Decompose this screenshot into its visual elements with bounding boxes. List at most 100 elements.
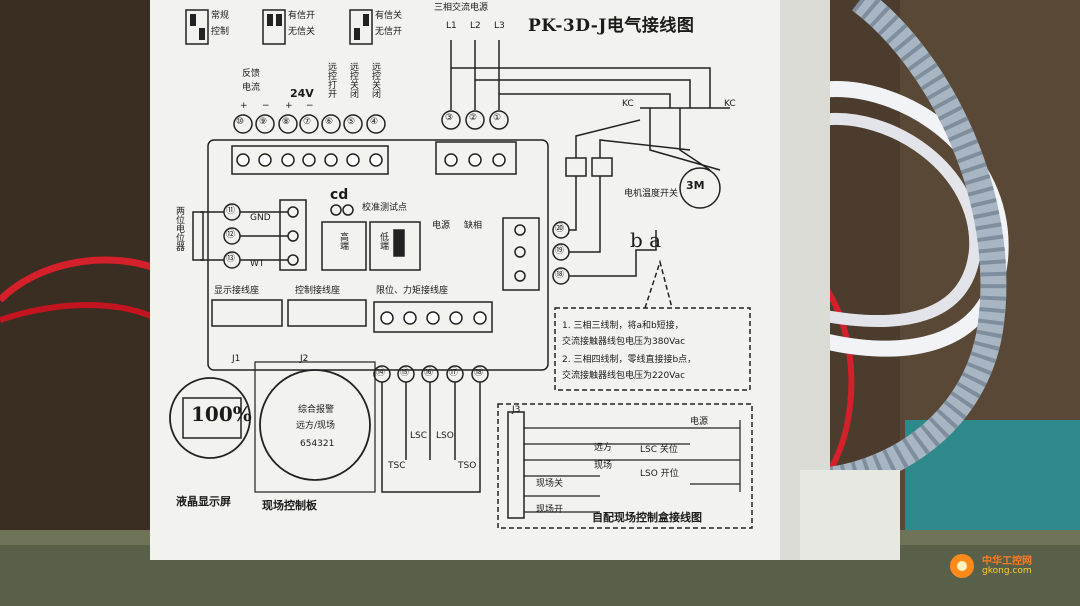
switch-box-1	[185, 9, 209, 45]
panel-text-digits: 654321	[300, 439, 335, 449]
header-remote-close-2: 远控关闭	[370, 62, 380, 98]
phase-loss-label: 缺相	[464, 221, 483, 231]
phase-terminal-block	[435, 141, 517, 175]
terminal-11: ⑪	[226, 206, 236, 216]
mounting-bracket	[800, 470, 900, 560]
phase-l3: L3	[494, 21, 505, 31]
terminal-3: ③	[445, 113, 454, 123]
terminal-13: ⑬	[226, 254, 236, 264]
controller-side	[780, 0, 830, 560]
terminal-8: ⑧	[282, 117, 291, 127]
diagram-title: PK-3D-J电气接线图	[528, 16, 695, 36]
note-pointer	[644, 259, 673, 309]
terminal-18r: ⑱	[555, 270, 565, 280]
box-item-power: 电源	[690, 417, 709, 427]
display-connector	[211, 299, 283, 327]
terminal-5: ⑤	[347, 117, 356, 127]
legend-text-4: 无信关	[288, 27, 316, 37]
watermark-text: 中华工控网	[982, 556, 1032, 567]
phase-l2: L2	[470, 21, 481, 31]
motor-label: 3M	[686, 179, 705, 192]
terminal-6: ⑥	[325, 117, 334, 127]
panel-circle	[259, 369, 371, 481]
switch-dip-1a	[190, 14, 196, 26]
minus-1: −	[262, 101, 270, 111]
legend-text-5: 有信关	[375, 11, 403, 21]
panel-text-alarm: 综合报警	[298, 405, 335, 415]
switch-box-2	[262, 9, 286, 45]
legend-text-3: 有信开	[288, 11, 316, 21]
spiral-cable-stripes	[827, 0, 1007, 493]
power-label: 电源	[432, 221, 451, 231]
ba-label: b a	[630, 228, 662, 252]
red-wire-3	[817, 278, 855, 472]
control-box-wiring	[524, 420, 741, 513]
control-board-label: 控制接线座	[295, 286, 341, 296]
minus-2: −	[306, 101, 314, 111]
terminal-14: ⑭	[376, 368, 386, 378]
terminal-4: ④	[370, 117, 379, 127]
terminal-9: ⑨	[259, 117, 268, 127]
box-item-local-open: 现场开	[536, 505, 564, 515]
limit-wiring	[373, 365, 489, 493]
switch-tsc: TSC	[388, 461, 406, 471]
terminal-10: ⑩	[236, 117, 245, 127]
lcd-caption: 液晶显示屏	[176, 495, 231, 508]
terminal-1: ①	[493, 113, 502, 123]
header-24v: 24V	[290, 87, 314, 100]
display-board-label: 显示接线座	[214, 286, 260, 296]
red-wire-1	[0, 256, 162, 303]
header-remote-close: 远控关闭	[348, 62, 358, 98]
note-line-1: 1. 三相三线制，将a和b短接，	[562, 321, 684, 331]
panel-caption: 现场控制板	[262, 499, 317, 512]
watermark-url: gkong.com	[982, 566, 1032, 576]
calibration-area	[321, 204, 421, 271]
note-box	[554, 307, 751, 391]
switch-dip-2b	[276, 14, 282, 26]
main-board-outline	[207, 139, 549, 371]
controller-label-panel	[150, 0, 830, 560]
legend-text-1: 常规	[211, 11, 230, 21]
motor-switch-label: 电机温度开关	[624, 189, 679, 199]
box-item-lsc: LSC 关位	[640, 445, 678, 455]
plus-1: +	[240, 101, 248, 111]
top-terminal-block	[231, 145, 389, 175]
pot-wiring	[192, 211, 288, 261]
wt-label: WT	[250, 259, 265, 269]
j1-label: J1	[232, 354, 241, 364]
note-line-2: 交流接触器线包电压为380Vac	[562, 337, 686, 347]
box-item-lso: LSO 开位	[640, 469, 679, 479]
header-feedback: 反馈	[242, 69, 261, 79]
terminal-15: ⑮	[400, 368, 410, 378]
note-line-3: 2. 三相四线制，零线直接接b点，	[562, 355, 697, 365]
control-box-outline	[497, 403, 753, 529]
box-item-remote: 远方	[594, 443, 613, 453]
phase-wiring	[450, 40, 730, 171]
terminal-18: ⑱	[474, 368, 484, 378]
switch-dip-3a	[354, 28, 360, 40]
note-line-4: 交流接触器线包电压为220Vac	[562, 371, 686, 381]
terminal-20: ⑳	[555, 224, 565, 234]
low-label: 低端	[378, 232, 388, 250]
lcd-percent: 100%	[191, 402, 252, 426]
cd-label: cd	[330, 187, 349, 203]
terminal-19: ⑲	[555, 246, 565, 256]
switch-lsc: LSC	[410, 431, 428, 441]
top-terminal-circles	[233, 110, 509, 134]
switch-dip-2a	[267, 14, 273, 26]
switch-dip-3b	[363, 14, 369, 26]
white-cable-inner	[818, 112, 982, 328]
limit-screws	[380, 311, 487, 325]
right-terminal-block	[502, 217, 540, 291]
terminal-7: ⑦	[303, 117, 312, 127]
top-terminal-screws	[236, 153, 383, 167]
phase-l1: L1	[446, 21, 457, 31]
switch-tso: TSO	[458, 461, 477, 471]
lcd-circle	[169, 377, 251, 459]
phase-terminal-screws	[444, 153, 506, 167]
kc-label-left: KC	[622, 99, 634, 109]
three-phase-label: 三相交流电源	[434, 3, 489, 13]
pot-terminal-block	[279, 199, 307, 271]
legend-text-2: 控制	[211, 27, 230, 37]
